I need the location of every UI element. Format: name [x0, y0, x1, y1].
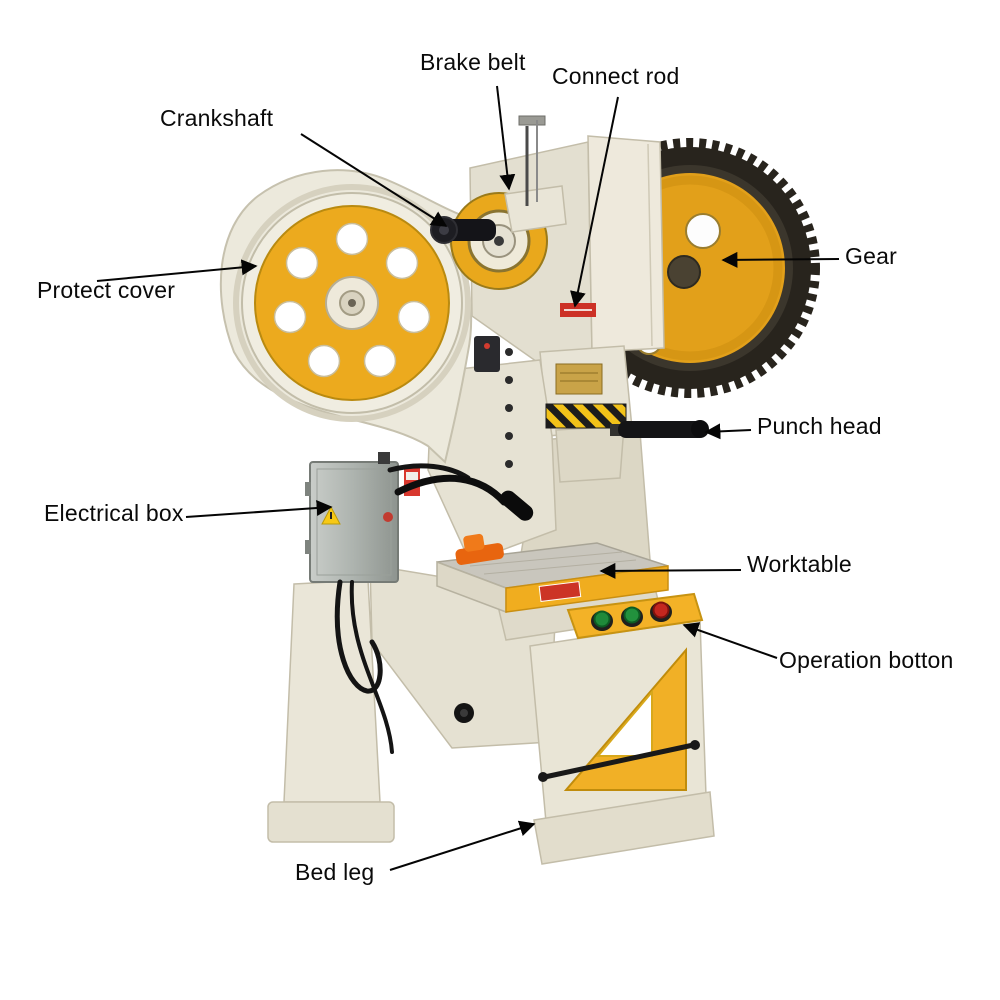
punch-head-rod: [610, 420, 709, 438]
label-brake-belt: Brake belt: [420, 49, 526, 75]
bolts: [505, 348, 513, 468]
electrical-box-group: [305, 452, 420, 583]
label-gear: Gear: [845, 243, 897, 269]
arrow-bed-leg: [389, 820, 536, 871]
leg-gusset: [538, 647, 700, 791]
label-electrical-box: Electrical box: [44, 500, 184, 526]
arrow-operation-botton: [682, 622, 778, 659]
label-worktable: Worktable: [747, 551, 852, 577]
flex-arm: [394, 474, 508, 506]
cables: [334, 463, 534, 754]
brake-belt-rods: [518, 115, 546, 206]
head-right-slab: [587, 135, 665, 353]
right-foot: [533, 791, 715, 865]
red-button: [652, 601, 670, 619]
arrow-gear: [721, 251, 840, 268]
tie-rod: [539, 741, 699, 781]
label-protect-cover: Protect cover: [37, 277, 176, 303]
arrow-worktable: [599, 562, 742, 579]
brass-plate: [555, 363, 603, 395]
label-crankshaft: Crankshaft: [160, 105, 274, 131]
gear-hole: [685, 213, 721, 249]
label-operation-botton: Operation botton: [779, 647, 954, 673]
worktable-group: [436, 533, 669, 614]
limit-switch: [474, 336, 500, 372]
crankshaft-assembly: [430, 115, 567, 290]
left-foot: [267, 801, 395, 843]
arm-handle: [500, 490, 534, 521]
operation-button-panel: [566, 592, 704, 640]
label-connect-rod: Connect rod: [552, 63, 680, 89]
label-punch-head: Punch head: [757, 413, 882, 439]
flywheel-holes: [273, 222, 431, 378]
label-bed-leg: Bed leg: [295, 859, 375, 885]
arrow-electrical-box: [185, 500, 333, 518]
annotation-arrows: [96, 85, 840, 871]
green-button: [593, 610, 611, 628]
green-button: [623, 606, 641, 624]
arrow-connect-rod: [570, 96, 619, 308]
arrow-punch-head: [704, 423, 752, 440]
arrow-brake-belt: [496, 85, 516, 191]
flywheel: [241, 192, 463, 414]
arrow-protect-cover: [96, 259, 258, 282]
gear-hub: [667, 255, 701, 289]
table-clamp: [455, 533, 504, 565]
arrow-crankshaft: [300, 133, 448, 227]
table-warning-sticker: [538, 581, 582, 602]
